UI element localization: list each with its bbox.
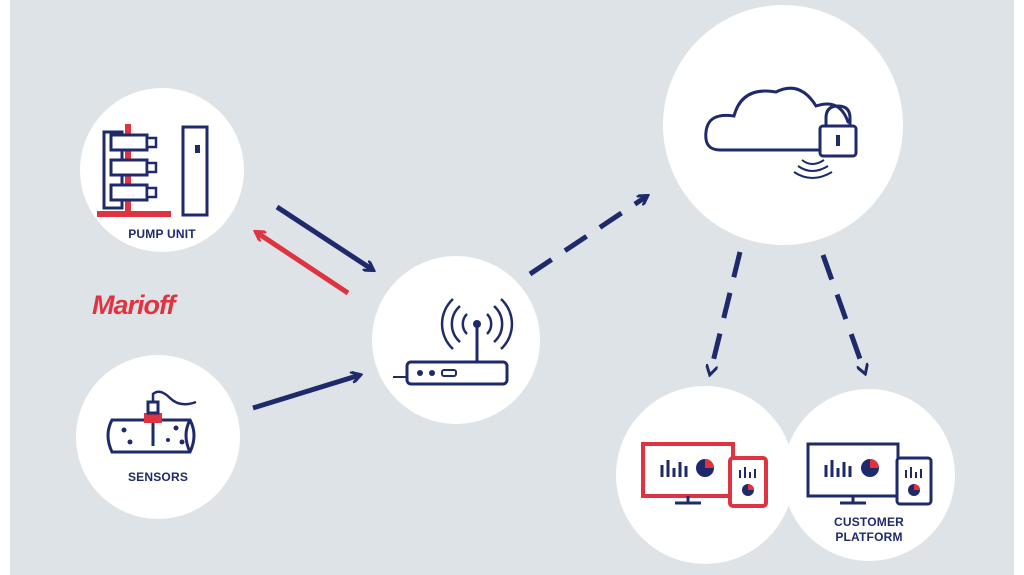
customer-platform-label: CUSTOMER PLATFORM [809, 515, 929, 545]
pump-unit-icon [97, 124, 209, 217]
red-monitor-tablet-icon [641, 442, 768, 508]
monitor-tablet-icon [806, 442, 933, 506]
sensors-to-gateway-arrow [252, 375, 360, 411]
gateway-node [372, 256, 540, 424]
pipe-sensor-icon [106, 390, 197, 454]
customer-platform-label-line2: PLATFORM [835, 530, 903, 544]
gateway-to-pump-arrow [256, 232, 350, 296]
gateway-to-cloud-arrow [528, 196, 647, 277]
sensors-label: SENSORS [127, 470, 189, 484]
pump-to-gateway-arrow [275, 204, 373, 270]
cloud-to-customer-platform-arrow [820, 254, 865, 373]
secure-cloud-icon [704, 86, 858, 179]
cloud-node [663, 5, 903, 245]
wireless-router-icon [393, 298, 514, 386]
marioff-logo: Marioff [92, 290, 176, 320]
customer-platform-label-line1: CUSTOMER [833, 515, 905, 529]
pump-unit-label: PUMP UNIT [128, 227, 196, 241]
cloud-to-dashboard-arrow [710, 251, 743, 374]
